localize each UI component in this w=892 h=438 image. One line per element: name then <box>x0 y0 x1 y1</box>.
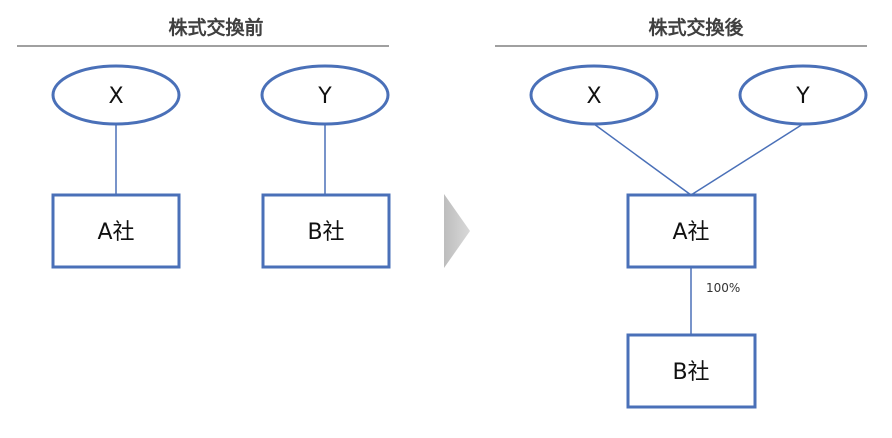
before-company-a-label: A社 <box>97 220 134 245</box>
after-company-b-node <box>626 333 757 409</box>
after-y-a-connector <box>690 123 804 196</box>
after-shareholder-x-node <box>529 64 659 126</box>
before-company-b-node <box>261 193 391 269</box>
after-x-a-connector <box>593 123 692 196</box>
before-company-b-label: B社 <box>307 220 344 245</box>
after-company-b-label: B社 <box>672 360 709 385</box>
ownership-percentage-label: 100% <box>706 281 740 295</box>
before-shareholder-x-node <box>51 64 181 126</box>
transition-arrow-icon <box>444 194 470 268</box>
after-shareholder-y-label: Y <box>795 84 810 109</box>
after-panel: 株式交換後 X Y A社 100% B社 <box>495 16 868 409</box>
before-shareholder-y-node <box>260 64 390 126</box>
after-shareholder-x-label: X <box>586 84 601 109</box>
after-shareholder-y-node <box>738 64 868 126</box>
before-panel: 株式交換前 X Y A社 B社 <box>17 16 391 269</box>
before-company-a-node <box>51 193 181 269</box>
before-shareholder-x-label: X <box>108 84 123 109</box>
after-company-a-label: A社 <box>672 220 709 245</box>
after-company-a-node <box>626 193 757 269</box>
before-title: 株式交換前 <box>168 16 263 39</box>
after-title: 株式交換後 <box>648 16 744 39</box>
before-shareholder-y-label: Y <box>317 84 332 109</box>
